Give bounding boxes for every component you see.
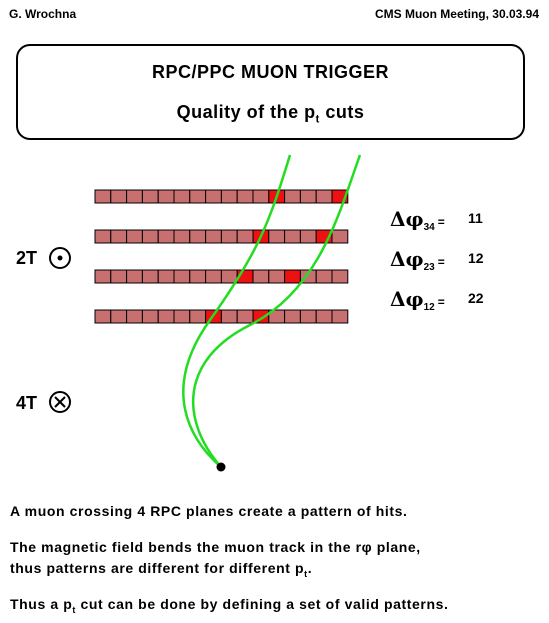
delta-phi-12: Δφ12= 22	[390, 287, 484, 314]
p3-sub: t	[72, 604, 76, 615]
rpc-cell	[236, 189, 254, 204]
delta-phi-value: 11	[468, 210, 483, 226]
paragraph-1: A muon crossing 4 RPC planes create a pa…	[10, 503, 408, 519]
delta-phi-value: 12	[468, 250, 484, 266]
paragraph-2-line-1: The magnetic field bends the muon track …	[10, 539, 421, 555]
subtitle-prefix: Quality of the p	[176, 102, 316, 122]
rpc-cell	[157, 229, 175, 244]
subtitle-sub: t	[315, 113, 320, 126]
slide-subtitle: Quality of the pt cuts	[18, 102, 523, 126]
delta-phi-23: Δφ23= 12	[390, 247, 484, 274]
rpc-cell	[141, 189, 159, 204]
delta-phi-eq: =	[437, 215, 445, 229]
rpc-cell	[220, 309, 238, 324]
rpc-cell	[205, 269, 222, 284]
rpc-cell	[284, 229, 301, 244]
rpc-cell	[189, 229, 207, 244]
rpc-cell	[157, 269, 175, 284]
delta-phi-eq: =	[437, 295, 445, 309]
rpc-cell	[110, 309, 128, 324]
rpc-cell	[94, 269, 112, 284]
rpc-cell	[252, 189, 270, 204]
field-4t-label: 4T	[16, 393, 38, 413]
rpc-cell	[205, 229, 222, 244]
subtitle-suffix: cuts	[319, 102, 365, 122]
field-2t-label: 2T	[16, 248, 38, 268]
rpc-cell	[205, 189, 222, 204]
author-label: G. Wrochna	[9, 7, 77, 21]
rpc-cell	[157, 189, 175, 204]
rpc-cell	[189, 309, 207, 324]
rpc-cell	[189, 269, 207, 284]
rpc-cell	[141, 229, 159, 244]
rpc-cell	[268, 269, 286, 284]
title-box: RPC/PPC MUON TRIGGER Quality of the pt c…	[16, 44, 525, 140]
field-dot-symbol	[49, 247, 71, 269]
muon-track-high-pt	[182, 154, 292, 468]
rpc-cell	[110, 269, 128, 284]
delta-phi-symbol: Δφ	[390, 287, 424, 311]
rpc-cell	[126, 229, 143, 244]
rpc-cell	[173, 189, 191, 204]
rpc-cell	[94, 229, 112, 244]
rpc-cell	[252, 269, 270, 284]
rpc-cell	[126, 269, 143, 284]
rpc-cell	[315, 189, 333, 204]
p2-sub: t	[304, 568, 308, 579]
field-cross-symbol	[49, 391, 71, 413]
delta-phi-sub: 23	[423, 262, 435, 274]
rpc-cell	[173, 269, 191, 284]
rpc-cell-hit	[284, 269, 301, 284]
p3-suffix: cut can be done by defining a set of val…	[75, 596, 449, 612]
rpc-cell	[236, 229, 254, 244]
p2-prefix: thus patterns are different for differen…	[10, 560, 305, 576]
delta-phi-sub: 34	[423, 222, 435, 234]
meeting-label: CMS Muon Meeting, 30.03.94	[374, 7, 539, 21]
muon-track-low-pt	[192, 154, 362, 468]
rpc-cell	[126, 189, 143, 204]
rpc-cell	[331, 269, 349, 284]
rpc-cell	[94, 189, 112, 204]
rpc-cell	[331, 309, 349, 324]
slide-title: RPC/PPC MUON TRIGGER	[151, 62, 389, 82]
paragraph-2: The magnetic field bends the muon track …	[10, 537, 421, 585]
rpc-cell	[299, 189, 317, 204]
paragraph-2-line-2: thus patterns are different for differen…	[10, 558, 421, 585]
rpc-cell	[110, 229, 128, 244]
rpc-cell	[157, 309, 175, 324]
rpc-cell	[284, 309, 301, 324]
delta-phi-sub: 12	[423, 302, 435, 314]
rpc-cell	[220, 229, 238, 244]
delta-phi-symbol: Δφ	[390, 207, 424, 231]
rpc-cell	[331, 229, 349, 244]
rpc-cell	[315, 269, 333, 284]
rpc-cell	[141, 309, 159, 324]
rpc-cell	[284, 189, 301, 204]
delta-phi-symbol: Δφ	[390, 247, 424, 271]
rpc-cell	[220, 189, 238, 204]
delta-phi-34: Δφ34= 11	[390, 207, 483, 234]
rpc-cell	[299, 309, 317, 324]
rpc-cell	[236, 309, 254, 324]
rpc-cell	[173, 309, 191, 324]
rpc-cell	[315, 309, 333, 324]
rpc-cell	[126, 309, 143, 324]
rpc-cell	[110, 189, 128, 204]
paragraph-3: Thus a pt cut can be done by defining a …	[10, 594, 449, 621]
delta-phi-eq: =	[437, 255, 445, 269]
rpc-planes	[94, 189, 349, 324]
p2-suffix: .	[307, 560, 313, 576]
rpc-cell	[299, 229, 317, 244]
rpc-cell	[268, 229, 286, 244]
rpc-cell	[94, 309, 112, 324]
delta-phi-value: 22	[468, 290, 484, 306]
rpc-cell	[173, 229, 191, 244]
rpc-cell	[141, 269, 159, 284]
rpc-cell	[189, 189, 207, 204]
p3-prefix: Thus a p	[10, 596, 73, 612]
interaction-point	[216, 462, 226, 472]
